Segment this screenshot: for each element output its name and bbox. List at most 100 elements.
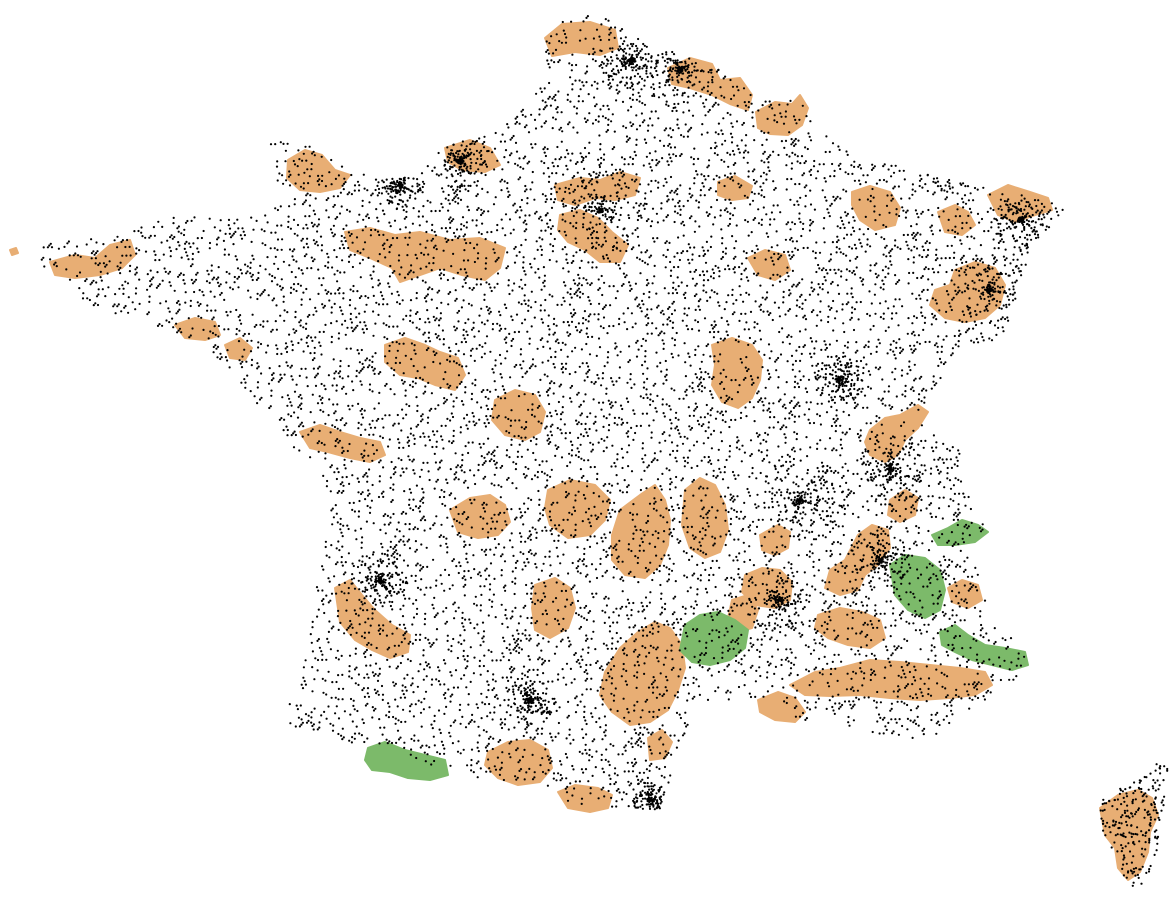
settlement-dot — [890, 624, 893, 627]
settlement-dot — [831, 660, 834, 664]
settlement-dot — [168, 246, 171, 249]
settlement-dot — [229, 310, 232, 313]
settlement-dot — [616, 92, 619, 95]
settlement-dot — [402, 446, 405, 449]
settlement-dot — [934, 299, 937, 302]
settlement-dot — [578, 780, 582, 783]
settlement-dot — [819, 591, 822, 594]
settlement-dot — [425, 586, 428, 589]
settlement-dot — [1017, 652, 1020, 655]
settlement-dot — [807, 378, 811, 381]
settlement-dot — [818, 657, 821, 660]
settlement-dot — [646, 570, 649, 573]
settlement-dot — [620, 675, 623, 678]
settlement-dot — [549, 756, 552, 760]
settlement-dot — [448, 494, 451, 497]
settlement-dot — [274, 143, 277, 146]
settlement-dot — [479, 446, 482, 449]
settlement-dot — [957, 602, 960, 605]
settlement-dot — [511, 634, 514, 637]
settlement-dot — [962, 254, 965, 257]
settlement-dot — [866, 500, 869, 503]
settlement-dot — [631, 326, 634, 329]
settlement-dot — [424, 690, 428, 693]
settlement-dot — [338, 247, 341, 250]
settlement-dot — [624, 276, 627, 279]
settlement-dot — [398, 623, 401, 626]
settlement-dot — [731, 85, 735, 88]
settlement-dot — [585, 278, 588, 281]
settlement-dot — [711, 559, 714, 563]
settlement-dot — [367, 695, 371, 698]
settlement-dot — [724, 543, 727, 547]
settlement-dot — [770, 246, 773, 249]
settlement-dot — [954, 511, 957, 514]
settlement-dot — [746, 487, 749, 491]
settlement-dot — [647, 568, 650, 571]
settlement-dot — [571, 152, 574, 155]
settlement-dot — [476, 623, 479, 626]
settlement-dot — [251, 278, 254, 282]
settlement-dot — [510, 676, 513, 679]
settlement-dot — [752, 564, 756, 567]
settlement-dot — [305, 721, 309, 724]
settlement-dot — [841, 525, 844, 528]
settlement-dot — [607, 760, 610, 763]
settlement-dot — [540, 569, 544, 572]
settlement-dot — [360, 407, 364, 411]
settlement-dot — [789, 410, 793, 413]
settlement-dot — [731, 125, 734, 128]
settlement-dot — [521, 375, 524, 379]
settlement-dot — [508, 194, 511, 197]
settlement-dot — [585, 342, 588, 346]
settlement-dot — [279, 314, 282, 317]
settlement-dot — [648, 745, 651, 748]
settlement-dot — [360, 348, 363, 352]
settlement-dot — [332, 403, 335, 406]
settlement-dot — [855, 696, 858, 699]
settlement-dot — [330, 464, 333, 467]
settlement-dot — [1036, 209, 1039, 212]
settlement-dot — [348, 654, 352, 657]
settlement-dot — [119, 272, 122, 275]
settlement-dot — [798, 522, 802, 526]
settlement-dot — [870, 652, 874, 656]
settlement-dot — [511, 289, 514, 292]
settlement-dot — [756, 638, 759, 641]
settlement-dot — [542, 720, 545, 723]
settlement-dot — [211, 278, 214, 281]
settlement-dot — [536, 732, 539, 736]
settlement-dot — [638, 723, 641, 726]
settlement-dot — [974, 323, 978, 327]
settlement-dot — [536, 476, 539, 479]
settlement-dot — [845, 268, 849, 271]
settlement-dot — [805, 436, 808, 439]
settlement-dot — [706, 516, 709, 519]
settlement-dot — [696, 577, 700, 580]
settlement-dot — [701, 527, 705, 530]
settlement-dot — [640, 310, 643, 313]
settlement-dot — [951, 269, 954, 272]
settlement-dot — [210, 309, 213, 312]
settlement-dot — [547, 167, 550, 170]
settlement-dot — [580, 155, 584, 158]
settlement-dot — [618, 267, 622, 270]
settlement-dot — [762, 206, 765, 209]
settlement-dot — [184, 291, 187, 294]
settlement-dot — [355, 538, 358, 541]
settlement-dot — [686, 699, 689, 702]
settlement-dot — [432, 607, 435, 610]
settlement-dot — [613, 545, 617, 548]
settlement-dot — [392, 374, 395, 377]
settlement-dot — [632, 626, 635, 629]
settlement-dot — [350, 460, 353, 463]
settlement-dot — [611, 642, 614, 645]
settlement-dot — [420, 701, 423, 704]
settlement-dot — [638, 124, 642, 127]
settlement-dot — [928, 241, 931, 245]
settlement-dot — [720, 228, 723, 231]
settlement-dot — [539, 512, 542, 515]
settlement-dot — [586, 15, 590, 18]
settlement-dot — [442, 343, 445, 346]
settlement-dot — [703, 253, 707, 256]
